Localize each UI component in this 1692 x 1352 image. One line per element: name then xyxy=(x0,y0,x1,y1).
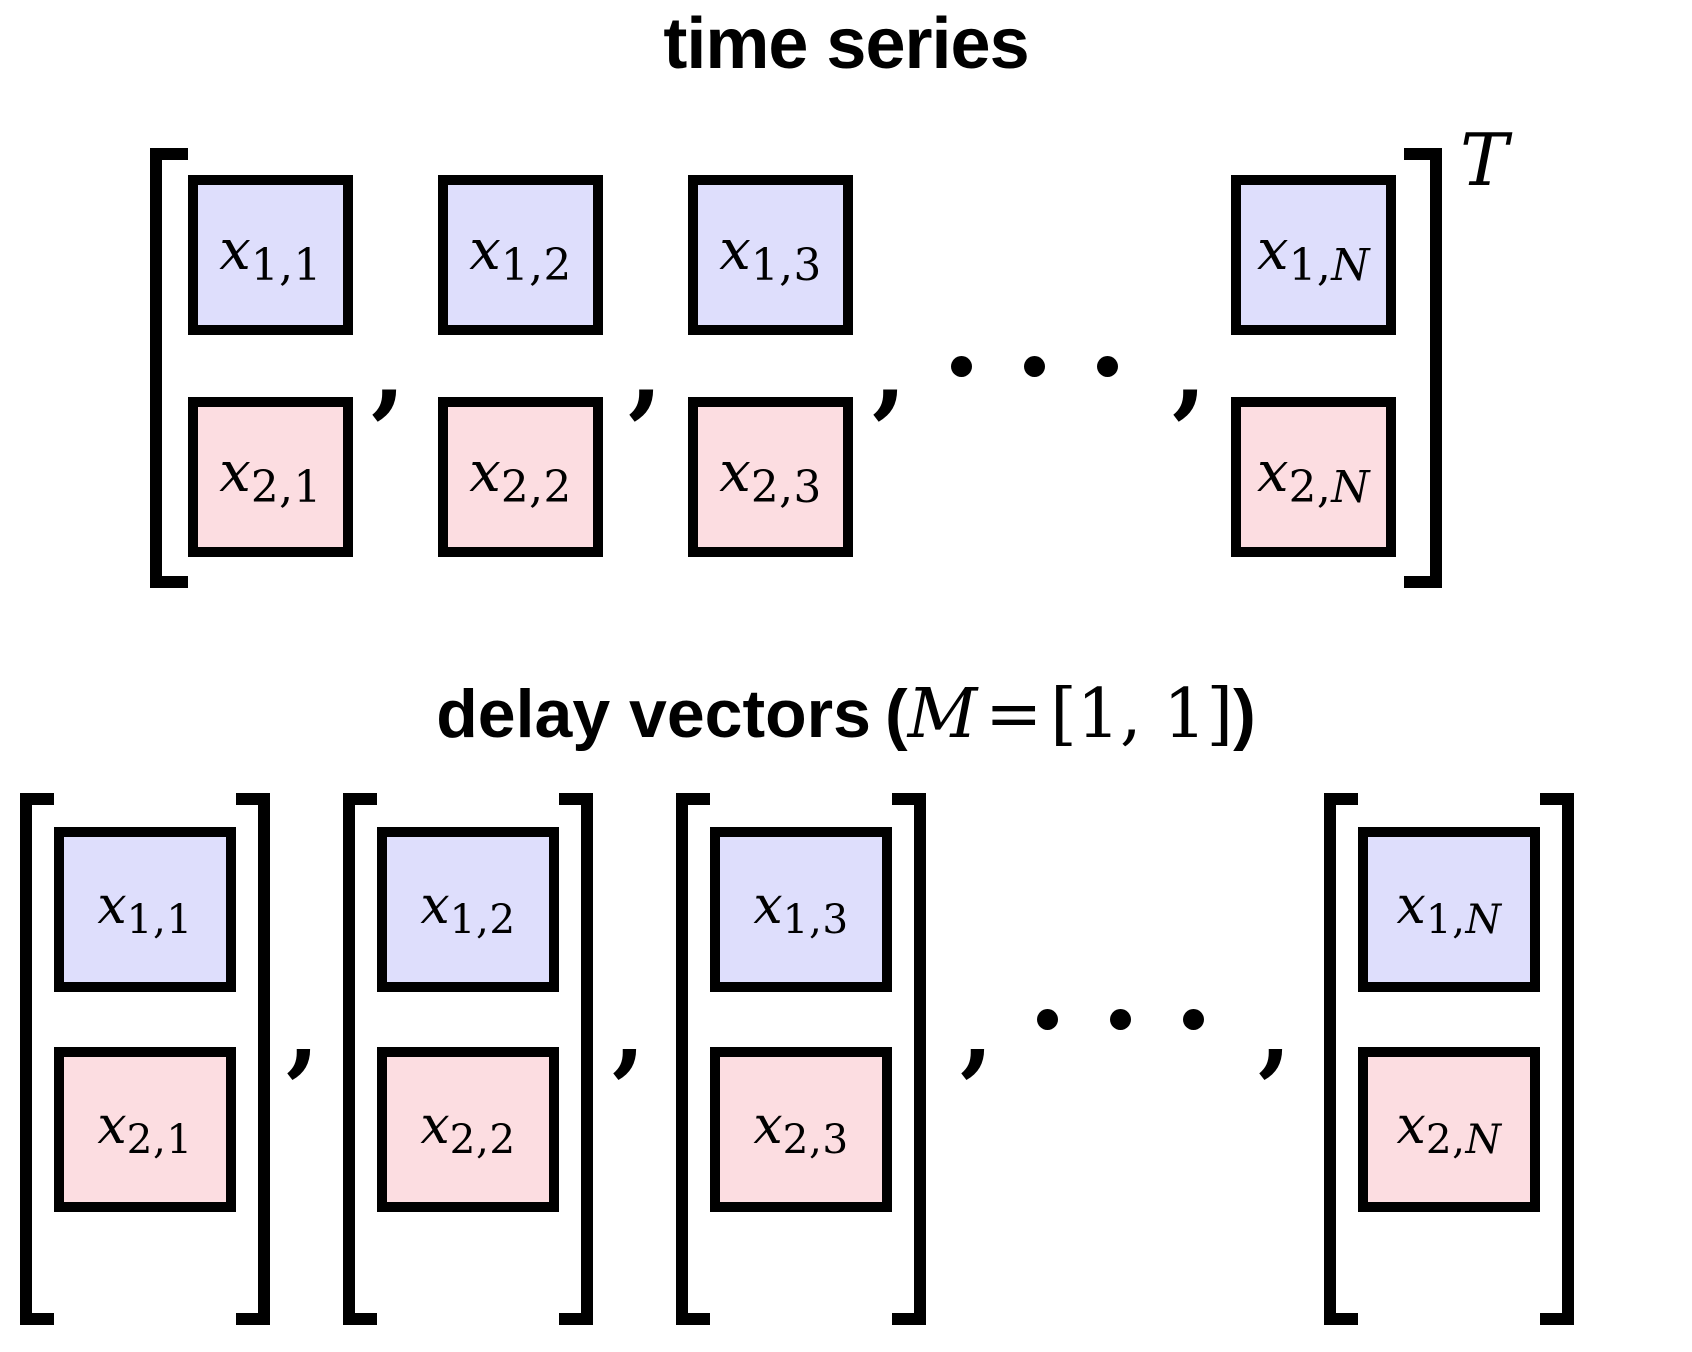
cell-label: x1,2 xyxy=(469,217,572,291)
bracket-cap-top xyxy=(559,793,593,805)
bracket-stem xyxy=(20,793,32,1325)
bracket-stem xyxy=(914,793,926,1325)
bracket-cap-bottom xyxy=(343,1313,377,1325)
bracket-cap-top xyxy=(150,148,188,160)
timeseries-cell-x22: x2,2 xyxy=(438,397,603,557)
delay-vector-1-left-bracket xyxy=(20,793,54,1325)
timeseries-cell-x1N: x1,N xyxy=(1231,175,1396,335)
cell-label: x2,2 xyxy=(420,1095,516,1163)
delay-vector-3-right-bracket xyxy=(892,793,926,1325)
bracket-cap-bottom xyxy=(1324,1313,1358,1325)
delay-vector-3-left-bracket xyxy=(676,793,710,1325)
delay-ellipsis-dot xyxy=(1110,1009,1131,1030)
cell-label: x1,N xyxy=(1257,217,1370,291)
timeseries-ellipsis-dot xyxy=(1024,356,1045,377)
cell-label: x2,3 xyxy=(753,1095,849,1163)
delay-vector-1-right-bracket xyxy=(236,793,270,1325)
delay-vector-2-cell-x12: x1,2 xyxy=(377,827,559,992)
delay-title-paren-close: ) xyxy=(1233,676,1256,752)
cell-label: x2,N xyxy=(1396,1095,1502,1163)
bracket-cap-top xyxy=(1540,793,1574,805)
timeseries-separator-1: , xyxy=(371,311,406,429)
timeseries-ellipsis-dot xyxy=(951,356,972,377)
bracket-stem xyxy=(1324,793,1336,1325)
bracket-cap-top xyxy=(1404,148,1442,160)
delay-vector-2-right-bracket xyxy=(559,793,593,1325)
cell-label: x1,1 xyxy=(219,217,322,291)
bracket-cap-bottom xyxy=(150,576,188,588)
bracket-cap-top xyxy=(343,793,377,805)
transpose-exponent: T xyxy=(1460,118,1509,202)
bracket-cap-top xyxy=(676,793,710,805)
delay-vector-1-cell-x21: x2,1 xyxy=(54,1047,236,1212)
delay-vector-N-cell-x2N: x2,N xyxy=(1358,1047,1540,1212)
bracket-stem xyxy=(676,793,688,1325)
delay-ellipsis-dot xyxy=(1183,1009,1204,1030)
delay-vector-1-cell-x11: x1,1 xyxy=(54,827,236,992)
bracket-cap-bottom xyxy=(20,1313,54,1325)
delay-title-equals: = xyxy=(985,675,1043,754)
delay-vector-3-cell-x13: x1,3 xyxy=(710,827,892,992)
delay-separator-3: , xyxy=(960,974,994,1087)
timeseries-cell-x12: x1,2 xyxy=(438,175,603,335)
bracket-stem xyxy=(258,793,270,1325)
bracket-cap-top xyxy=(236,793,270,805)
timeseries-left-bracket xyxy=(150,148,188,588)
timeseries-cell-x23: x2,3 xyxy=(688,397,853,557)
timeseries-cell-x21: x2,1 xyxy=(188,397,353,557)
page-title-delay-vectors: delay vectors ( M = [1, 1] ) xyxy=(0,680,1692,749)
timeseries-separator-4: , xyxy=(1172,311,1207,429)
bracket-cap-top xyxy=(1324,793,1358,805)
delay-title-paren-open: ( xyxy=(884,676,908,752)
timeseries-separator-3: , xyxy=(872,311,907,429)
timeseries-separator-2: , xyxy=(628,311,663,429)
delay-separator-2: , xyxy=(612,974,646,1087)
timeseries-cell-x2N: x2,N xyxy=(1231,397,1396,557)
delay-vector-N-left-bracket xyxy=(1324,793,1358,1325)
delay-vector-3-cell-x23: x2,3 xyxy=(710,1047,892,1212)
bracket-stem xyxy=(1430,148,1442,588)
delay-vector-N-cell-x1N: x1,N xyxy=(1358,827,1540,992)
cell-label: x2,3 xyxy=(719,439,822,513)
timeseries-cell-x13: x1,3 xyxy=(688,175,853,335)
delay-separator-1: , xyxy=(286,974,320,1087)
cell-label: x2,N xyxy=(1257,439,1370,513)
bracket-stem xyxy=(150,148,162,588)
page-title-time-series: time series xyxy=(663,4,1029,84)
bracket-cap-bottom xyxy=(1404,576,1442,588)
delay-ellipsis-dot xyxy=(1037,1009,1058,1030)
delay-vector-2-left-bracket xyxy=(343,793,377,1325)
cell-label: x1,3 xyxy=(753,875,849,943)
cell-label: x2,1 xyxy=(97,1095,193,1163)
bracket-cap-bottom xyxy=(892,1313,926,1325)
timeseries-ellipsis-dot xyxy=(1097,356,1118,377)
delay-vector-N-right-bracket xyxy=(1540,793,1574,1325)
cell-label: x2,2 xyxy=(469,439,572,513)
cell-label: x1,1 xyxy=(97,875,193,943)
timeseries-cell-x11: x1,1 xyxy=(188,175,353,335)
timeseries-right-bracket xyxy=(1404,148,1442,588)
bracket-cap-bottom xyxy=(236,1313,270,1325)
delay-title-value: [1, 1] xyxy=(1050,675,1234,754)
cell-label: x1,N xyxy=(1396,875,1502,943)
delay-separator-4: , xyxy=(1258,974,1292,1087)
cell-label: x1,2 xyxy=(420,875,516,943)
bracket-cap-bottom xyxy=(676,1313,710,1325)
cell-label: x2,1 xyxy=(219,439,322,513)
bracket-cap-bottom xyxy=(1540,1313,1574,1325)
bracket-cap-top xyxy=(20,793,54,805)
bracket-stem xyxy=(1562,793,1574,1325)
bracket-stem xyxy=(581,793,593,1325)
delay-title-prefix: delay vectors xyxy=(436,676,871,752)
cell-label: x1,3 xyxy=(719,217,822,291)
delay-vector-2-cell-x22: x2,2 xyxy=(377,1047,559,1212)
bracket-stem xyxy=(343,793,355,1325)
bracket-cap-bottom xyxy=(559,1313,593,1325)
delay-title-variable: M xyxy=(907,675,978,754)
bracket-cap-top xyxy=(892,793,926,805)
